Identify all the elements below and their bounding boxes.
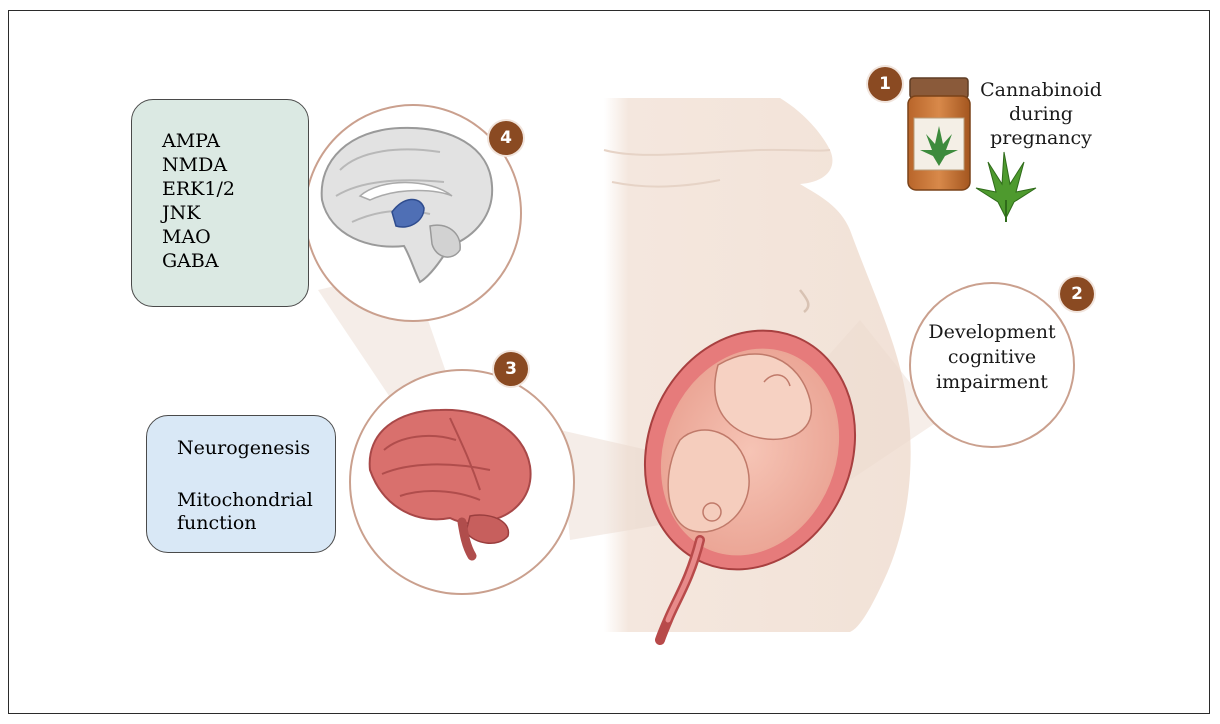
step1-line2: during xyxy=(976,102,1106,126)
step1-caption: Cannabinoid during pregnancy xyxy=(976,78,1106,150)
marker-mao: MAO xyxy=(162,226,211,248)
step-badge-2: 2 xyxy=(1060,277,1094,311)
step2-line2: cognitive xyxy=(912,345,1072,370)
marker-erk: ERK1/2 xyxy=(162,178,235,200)
circle-brain-lateral xyxy=(350,370,574,594)
step2-line3: impairment xyxy=(912,370,1072,395)
effect-neurogenesis: Neurogenesis xyxy=(177,437,310,459)
cannabis-leaf-icon xyxy=(976,152,1036,222)
molecular-markers-panel: AMPA NMDA ERK1/2 JNK MAO GABA xyxy=(131,99,309,307)
marker-gaba: GABA xyxy=(162,250,219,272)
step2-caption: Development cognitive impairment xyxy=(912,320,1072,395)
step1-line3: pregnancy xyxy=(976,126,1106,150)
cellular-effects-panel: Neurogenesis Mitochondrial function xyxy=(146,415,336,553)
step-badge-4: 4 xyxy=(489,121,523,155)
step1-line1: Cannabinoid xyxy=(976,78,1106,102)
effect-mitochondrial-line1: Mitochondrial xyxy=(177,489,313,511)
marker-ampa: AMPA xyxy=(162,130,220,152)
effect-mitochondrial-line2: function xyxy=(177,512,257,534)
marker-jnk: JNK xyxy=(162,202,200,224)
marker-nmda: NMDA xyxy=(162,154,227,176)
step2-line1: Development xyxy=(912,320,1072,345)
step-badge-1: 1 xyxy=(868,67,902,101)
pill-bottle-icon xyxy=(908,78,970,190)
step-badge-3: 3 xyxy=(494,352,528,386)
